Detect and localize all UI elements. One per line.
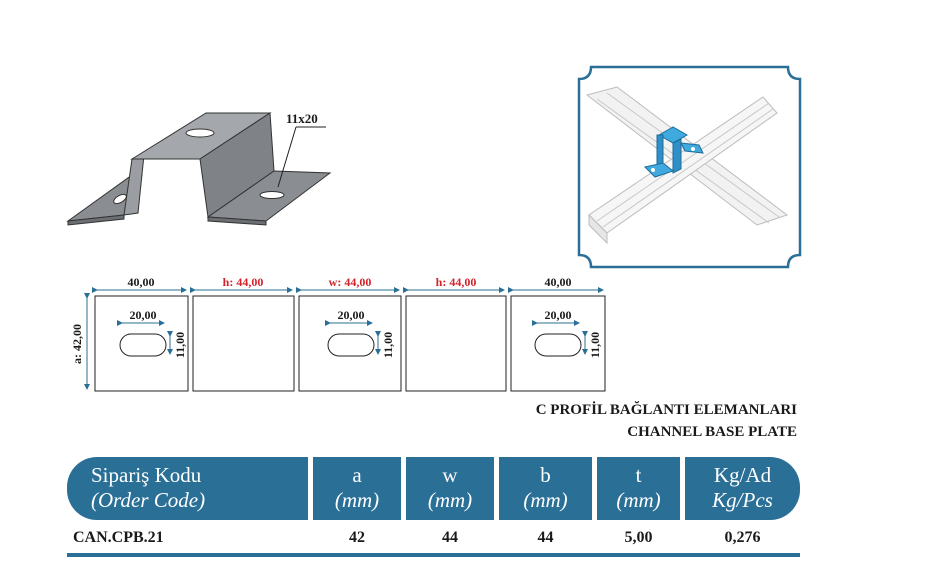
dim-height-left: h: 44,00 [223, 275, 264, 289]
product-title: C PROFİL BAĞLANTI ELEMANLARI CHANNEL BAS… [536, 399, 797, 443]
cell-weight: 0,276 [724, 529, 761, 546]
dim-length: a: 42,00 [70, 324, 84, 364]
dim-height-right: h: 44,00 [436, 275, 477, 289]
iso-part-drawing: 11x20 [66, 111, 332, 226]
dim-flange-left: 40,00 [128, 275, 155, 289]
panel-3 [298, 295, 402, 392]
slot-1-height: 11,00 [173, 332, 187, 358]
header-t: t (mm) [597, 457, 680, 520]
slot-2 [325, 320, 381, 357]
dim-flange-right: 40,00 [545, 275, 572, 289]
slot-3 [532, 320, 588, 357]
slot-2-height: 11,00 [381, 332, 395, 358]
panel-5 [510, 295, 606, 392]
flat-layout-drawing: 40,00 h: 44,00 w: 44,00 h: 44,00 40,00 a… [70, 275, 606, 392]
table-bottom-rule [67, 553, 800, 557]
slot-1 [117, 320, 173, 357]
slot-size-label: 11x20 [286, 111, 318, 126]
slot-3-height: 11,00 [588, 332, 602, 358]
title-turkish: C PROFİL BAĞLANTI ELEMANLARI [535, 402, 797, 418]
header-a: a (mm) [313, 457, 401, 520]
header-weight: Kg/Ad Kg/Pcs [685, 457, 800, 520]
header-w: w (mm) [406, 457, 494, 520]
header-order-code: Sipariş Kodu (Order Code) [67, 457, 308, 520]
cell-b: 44 [537, 529, 554, 546]
slot-3-width: 20,00 [545, 308, 572, 322]
cell-w: 44 [442, 529, 458, 546]
panel-2 [192, 295, 295, 392]
slot-1-width: 20,00 [130, 308, 157, 322]
cell-order-code: CAN.CPB.21 [73, 529, 164, 546]
title-english: CHANNEL BASE PLATE [627, 424, 797, 440]
cell-t: 5,00 [624, 529, 653, 546]
application-image [577, 65, 802, 269]
panel-1 [94, 295, 189, 392]
header-b: b (mm) [499, 457, 592, 520]
slot-2-width: 20,00 [338, 308, 365, 322]
dim-width: w: 44,00 [329, 275, 372, 289]
cell-a: 42 [349, 529, 365, 546]
spec-table: Sipariş Kodu (Order Code) a (mm) w (mm) … [67, 457, 800, 557]
panel-4 [405, 295, 507, 392]
